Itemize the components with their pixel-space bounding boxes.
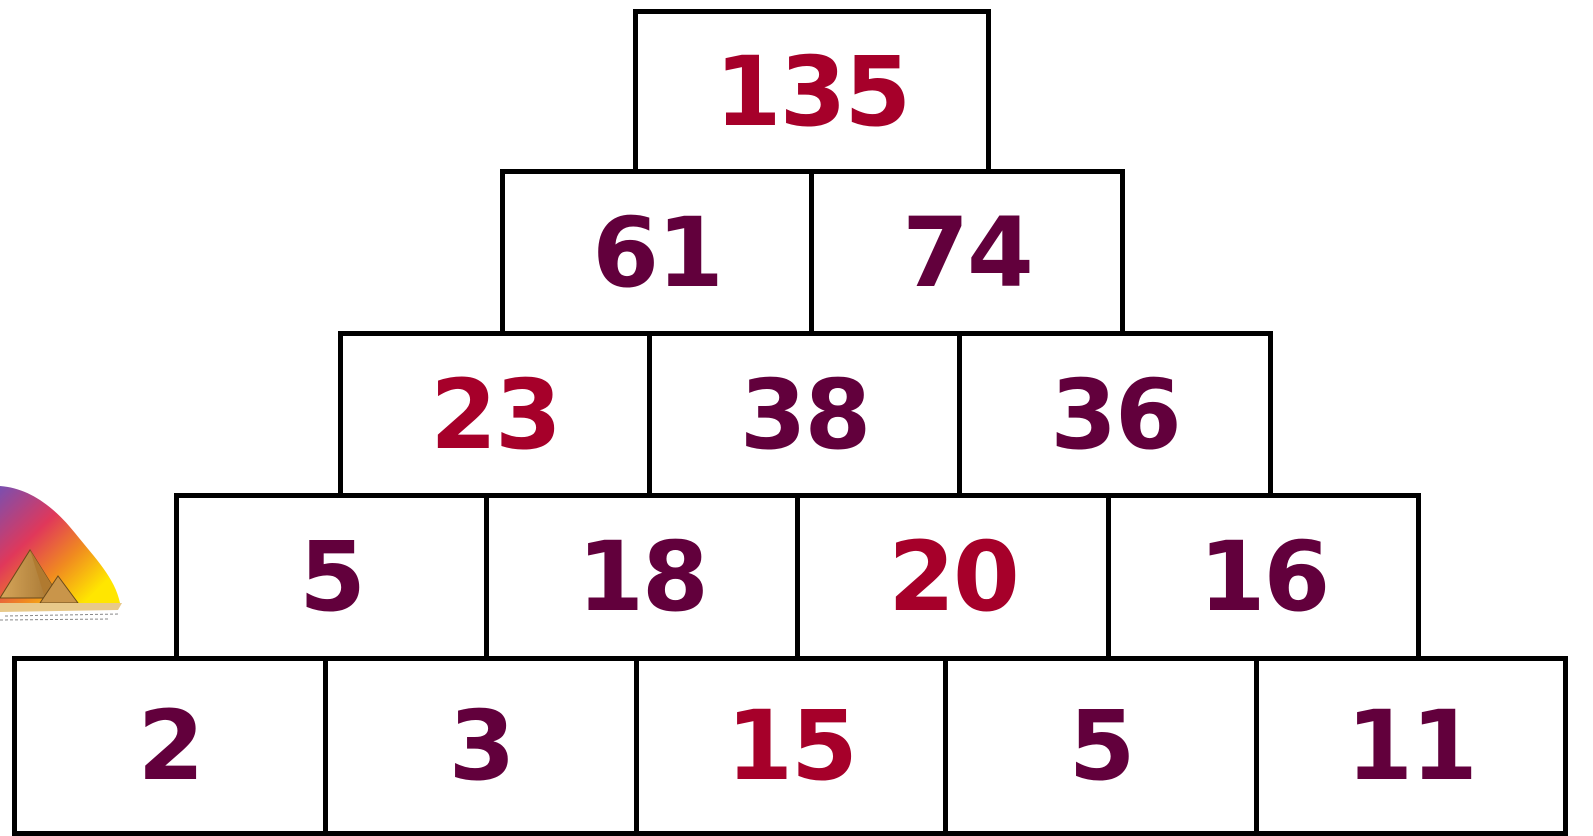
pyramid-cell-r4-c4: 16 [1106,493,1421,661]
pyramid-cell-r5-c3: 15 [634,656,948,836]
pyramid-cell-r2-c1: 61 [500,169,814,336]
pyramid-cell-r1-c1: 135 [633,9,991,174]
pyramid-cell-r3-c3: 36 [957,331,1273,498]
pyramid-cell-r5-c2: 3 [323,656,639,836]
pyramid-cell-r5-c4: 5 [943,656,1259,836]
pyramid-cell-r4-c2: 18 [484,493,800,661]
pyramid-cell-r3-c2: 38 [647,331,962,498]
pyramid-cell-r3-c1: 23 [338,331,652,498]
pyramid-cell-r4-c1: 5 [174,493,489,661]
pyramid-cell-r5-c1: 2 [12,656,328,836]
pyramid-cell-r4-c3: 20 [795,493,1111,661]
pyramid-cell-r5-c5: 11 [1254,656,1568,836]
pyramid-cell-r2-c2: 74 [809,169,1125,336]
